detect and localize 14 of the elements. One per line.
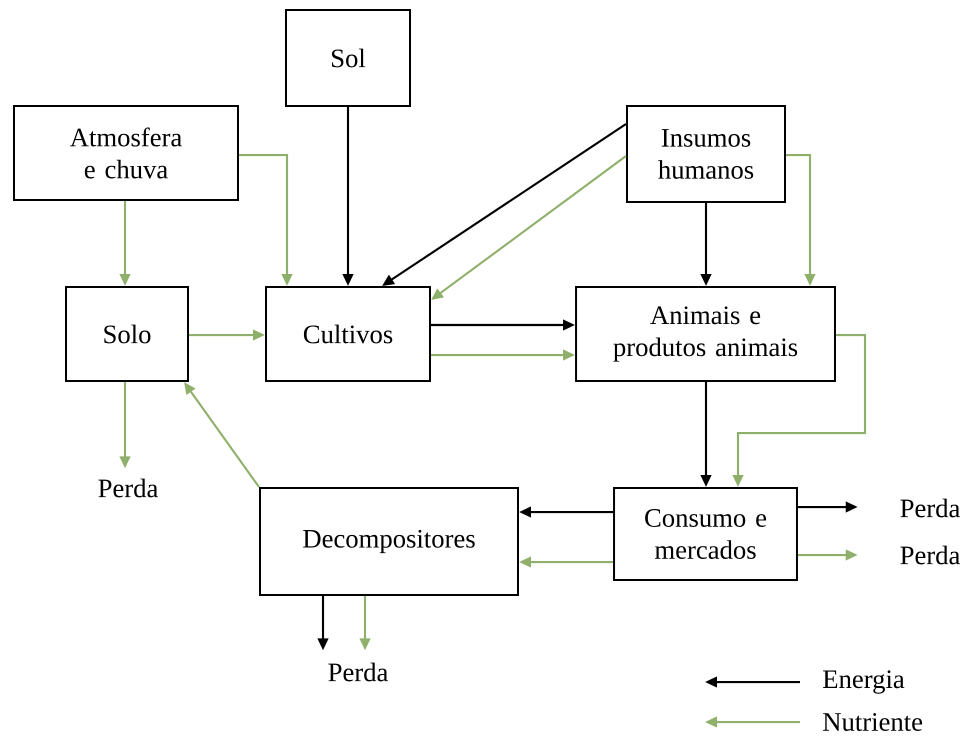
process-box: Animais e produtos animais	[575, 286, 836, 382]
loss-label: Perda	[98, 478, 158, 498]
loss-label: Perda	[328, 662, 388, 682]
loss-label: Perda	[900, 546, 960, 564]
loss-label: Perda	[900, 498, 960, 518]
process-box: Sol	[285, 9, 411, 107]
process-box: Insumos humanos	[626, 105, 786, 203]
process-box: Solo	[65, 286, 189, 382]
process-box: Decompositores	[259, 487, 519, 596]
process-box: Cultivos	[265, 286, 431, 382]
process-box: Consumo e mercados	[613, 487, 798, 581]
process-box: Atmosfera e chuva	[13, 105, 239, 201]
legend-text: Nutriente	[823, 713, 922, 731]
legend-text: Energia	[823, 670, 904, 694]
